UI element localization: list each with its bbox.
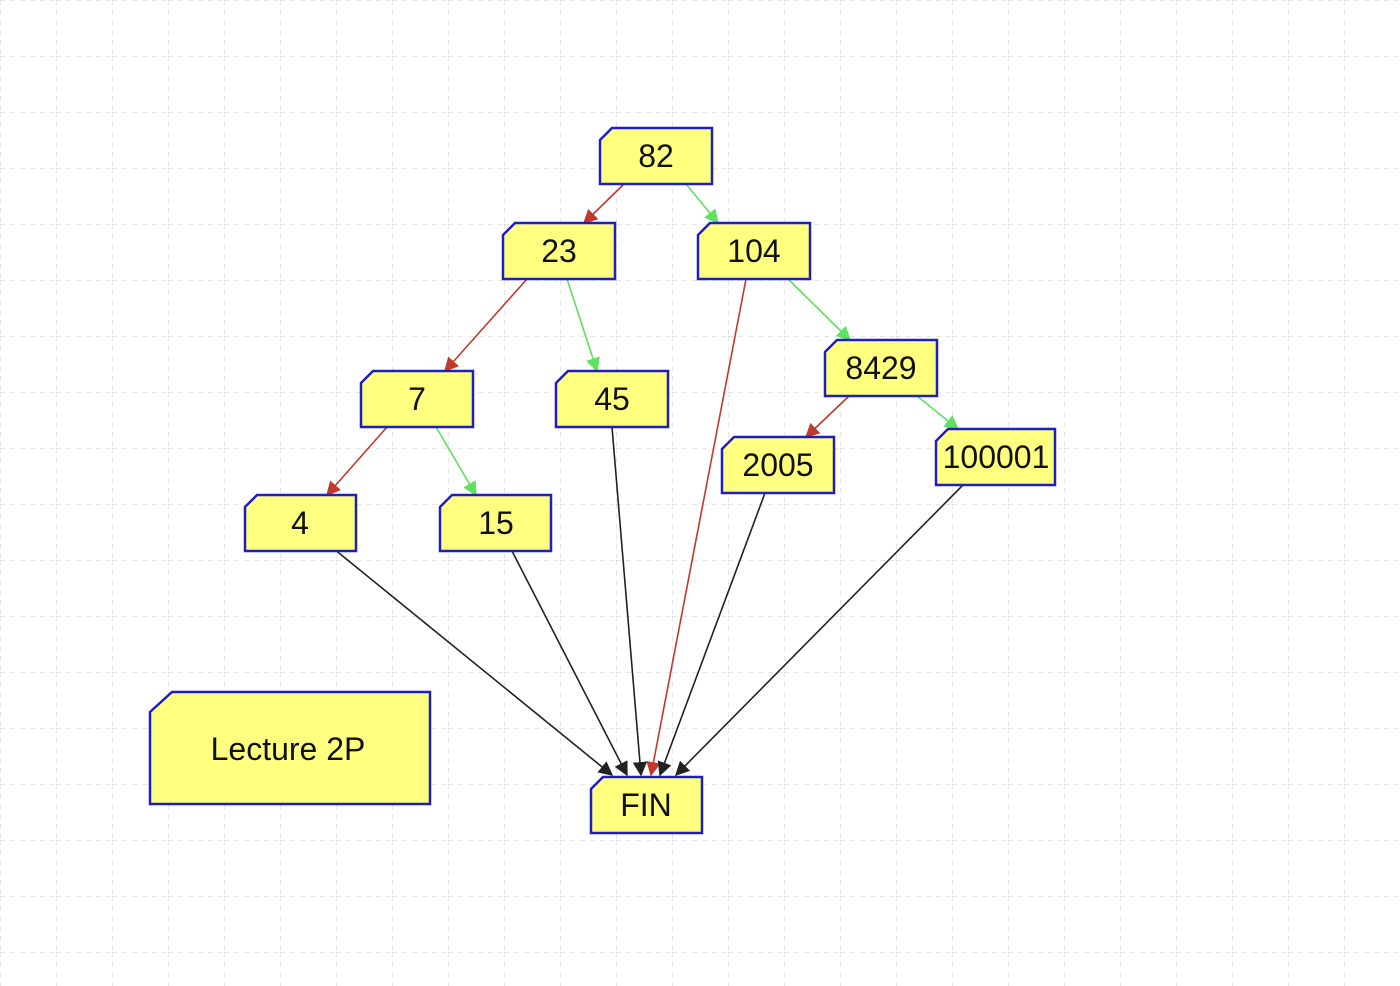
edge-n15-to-fin [511,550,628,777]
node-23-label: 23 [541,233,577,269]
node-4[interactable]: 4 [243,493,358,553]
node-7[interactable]: 7 [359,369,475,429]
edge-n8429-to-n100001 [916,395,960,430]
edge-n23-to-n7 [444,278,528,373]
node-15-label: 15 [478,505,514,541]
edge-n7-to-n15 [435,426,477,497]
nodes-layer: 82 23 104 7 45 8429 2005 100001 [148,126,1057,835]
node-100001[interactable]: 100001 [934,427,1057,487]
edge-n45-to-fin [611,426,648,777]
start-node-lecture[interactable]: Lecture 2P [148,690,432,806]
node-45-label: 45 [594,381,630,417]
node-82-label: 82 [638,138,674,174]
edge-n82-to-n23 [582,183,625,225]
node-8429-label: 8429 [845,350,916,386]
edge-n104-to-n8429 [787,278,852,342]
node-8429[interactable]: 8429 [823,338,939,398]
node-15[interactable]: 15 [438,493,553,553]
edge-n2005-to-fin [657,492,766,777]
edge-n7-to-n4 [326,426,388,497]
node-4-label: 4 [291,505,309,541]
node-7-label: 7 [408,381,426,417]
node-82[interactable]: 82 [598,126,714,186]
edge-n82-to-n104 [685,183,719,225]
node-104[interactable]: 104 [696,221,812,281]
edge-n100001-to-fin [674,484,964,777]
edges-layer [326,183,964,777]
node-2005[interactable]: 2005 [720,435,836,495]
start-node-lecture-label: Lecture 2P [211,731,366,767]
edge-n23-to-n45 [566,278,600,373]
edge-n8429-to-n2005 [804,395,850,438]
node-23[interactable]: 23 [501,221,617,281]
node-45[interactable]: 45 [554,369,670,429]
node-fin-label: FIN [620,787,672,823]
node-100001-label: 100001 [943,439,1050,475]
node-fin[interactable]: FIN [589,775,704,835]
edge-n4-to-fin [333,548,614,776]
node-104-label: 104 [727,233,780,269]
node-2005-label: 2005 [742,447,813,483]
edge-n104-to-fin [646,278,747,777]
